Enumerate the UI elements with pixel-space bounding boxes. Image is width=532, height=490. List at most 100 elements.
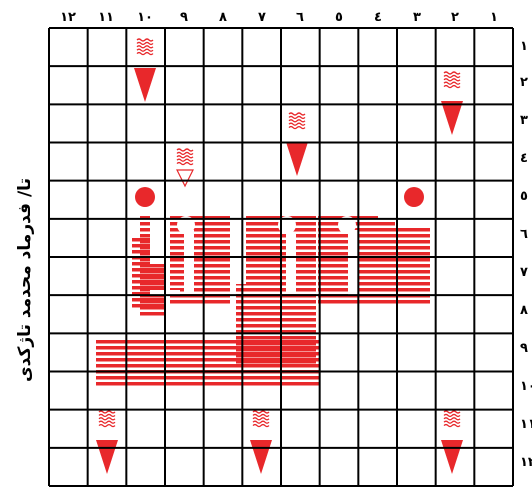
wavy-line: [99, 411, 115, 413]
logo-stripe: [378, 246, 430, 250]
column-label: ٢: [451, 10, 459, 25]
arrow-head: [96, 440, 118, 474]
logo-stripe: [236, 306, 316, 310]
wavy-line: [137, 46, 153, 48]
logo-stripe: [236, 222, 316, 226]
logo-stripe: [236, 276, 316, 280]
wavy-line: [137, 53, 153, 55]
row-label: ١٠: [520, 379, 532, 394]
logo-stripe: [378, 234, 430, 238]
side-title: تا/ فدرماد محدمد تاژکدی: [15, 178, 35, 382]
logo-gap: [150, 204, 164, 264]
logo-stripe: [236, 234, 316, 238]
column-labels: ١٢ ١١ ١٠ ٩ ٨ ٧ ٦ ٥ ٤ ٣ ٢ ١: [60, 10, 498, 25]
logo-stripe: [236, 252, 316, 256]
wavy-line: [444, 411, 460, 413]
wavy-line: [444, 79, 460, 81]
wavy-line: [177, 152, 193, 154]
row-label: ٦: [520, 227, 528, 242]
logo-stripe: [132, 268, 164, 272]
wavy-line: [289, 116, 305, 118]
logo-gap: [322, 306, 430, 368]
wavy-line: [444, 75, 460, 77]
logo-gap: [184, 230, 194, 294]
logo-stripe: [378, 300, 430, 304]
arrow-down-icon: [250, 411, 272, 474]
logo-stripe: [236, 264, 316, 268]
dot-icon: [135, 187, 155, 207]
logo-stripe: [170, 300, 230, 304]
logo-stripe: [96, 340, 320, 344]
arrow-down-icon: [441, 411, 463, 474]
wavy-line: [444, 425, 460, 427]
logo-stripe: [170, 246, 230, 250]
arrow-head: [286, 142, 308, 176]
row-label: ٢: [520, 75, 528, 90]
logo-stripe: [132, 274, 164, 278]
logo-stripe: [236, 246, 316, 250]
arrow-down-icon: [286, 113, 308, 176]
wavy-line: [99, 425, 115, 427]
wavy-line: [253, 411, 269, 413]
column-label: ١٢: [60, 10, 76, 25]
logo-stripe: [96, 382, 320, 386]
wavy-line: [99, 414, 115, 416]
wavy-line: [177, 149, 193, 151]
logo-stripe: [378, 258, 430, 262]
logo-stripe: [378, 228, 430, 232]
column-label: ٩: [180, 10, 188, 25]
column-label: ٤: [374, 10, 382, 25]
logo-stripe: [236, 324, 316, 328]
dot-icon: [404, 187, 424, 207]
wavy-line: [177, 159, 193, 161]
logo-stripe: [236, 270, 316, 274]
column-label: ١٠: [137, 10, 153, 25]
row-label: ١١: [520, 417, 532, 432]
logo-stripe: [236, 228, 316, 232]
wavy-line: [444, 86, 460, 88]
logo-gap: [286, 232, 296, 292]
arrow-down-icon: [96, 411, 118, 474]
arrow-head: [250, 440, 272, 474]
arrow-head: [441, 440, 463, 474]
column-label: ١١: [98, 10, 114, 25]
logo-stripe: [378, 270, 430, 274]
arrow-head: [134, 68, 156, 102]
row-label: ٥: [520, 189, 528, 204]
arrow-head: [441, 101, 463, 135]
wavy-line: [137, 39, 153, 41]
wavy-line: [253, 414, 269, 416]
logo-stripe: [236, 318, 316, 322]
logo-gap: [236, 204, 246, 284]
logo-stripe: [96, 364, 320, 368]
row-label: ٤: [520, 151, 528, 166]
row-labels: ١ ٢ ٣ ٤ ٥ ٦ ٧ ٨ ٩ ١٠ ١١ ١٢: [520, 39, 532, 470]
logo-stripe: [236, 312, 316, 316]
logo-stripe: [170, 270, 230, 274]
logo-stripe: [236, 300, 316, 304]
row-label: ٨: [520, 303, 528, 318]
wavy-line: [253, 418, 269, 420]
logo-stripe: [132, 286, 164, 290]
row-label: ٧: [520, 265, 528, 280]
logo-stripe: [236, 336, 316, 340]
wavy-line: [177, 163, 193, 165]
logo-stripe: [170, 282, 230, 286]
wavy-line: [137, 42, 153, 44]
grid-lines: [49, 28, 513, 486]
wavy-line: [289, 123, 305, 125]
logo-stripe: [378, 288, 430, 292]
row-label: ٣: [520, 113, 528, 128]
arrow-outline: [177, 170, 193, 186]
logo-stripe: [236, 288, 316, 292]
wavy-line: [444, 418, 460, 420]
logo-stripe: [378, 240, 430, 244]
column-label: ٨: [219, 10, 227, 25]
wavy-line: [444, 72, 460, 74]
logo-stripe: [96, 346, 320, 350]
row-label: ٩: [520, 341, 528, 356]
logo-stripe: [96, 352, 320, 356]
wavy-line: [99, 421, 115, 423]
column-label: ٧: [258, 10, 266, 25]
